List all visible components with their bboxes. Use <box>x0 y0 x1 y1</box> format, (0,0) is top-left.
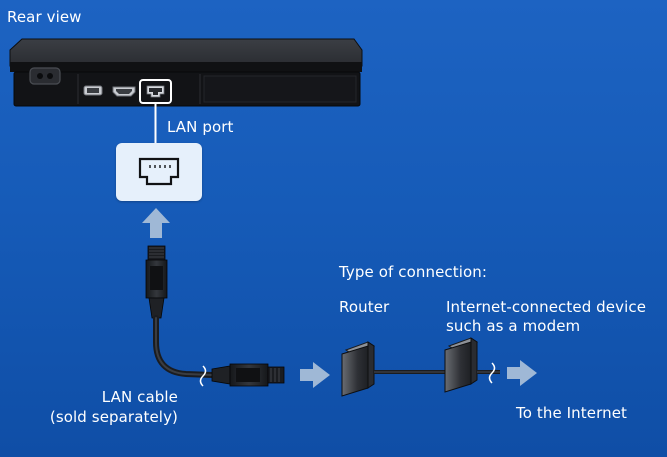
lan-port-icon <box>138 157 180 186</box>
usb-port-icon <box>83 85 103 96</box>
modem-icon <box>444 337 479 393</box>
cable-break-mark <box>488 362 496 384</box>
console-lan-port <box>139 79 172 104</box>
connection-type-label: Type of connection: <box>339 263 488 281</box>
arrow-icon <box>142 208 170 238</box>
device-label: Internet-connected device <box>446 298 647 316</box>
router-label: Router <box>339 298 390 316</box>
hdmi-port-icon <box>112 86 136 97</box>
arrow-icon <box>507 360 537 386</box>
lan-cable-note: (sold separately) <box>49 408 178 426</box>
console-rear-panel <box>9 38 363 107</box>
device-label-line2: such as a modem <box>446 317 581 335</box>
to-internet-label: To the Internet <box>516 404 628 422</box>
ac-power-port-icon <box>29 67 61 85</box>
lan-connector-plug-icon <box>211 363 285 387</box>
diagram-title: Rear view <box>7 8 82 26</box>
lan-connector-plug-icon <box>145 245 168 319</box>
router-icon <box>341 341 376 397</box>
lan-port-closeup <box>116 143 202 201</box>
cable-break-mark <box>199 365 207 387</box>
arrow-icon <box>300 362 330 388</box>
lan-cable-label: LAN cable <box>101 388 178 406</box>
lan-port-label: LAN port <box>167 118 234 136</box>
